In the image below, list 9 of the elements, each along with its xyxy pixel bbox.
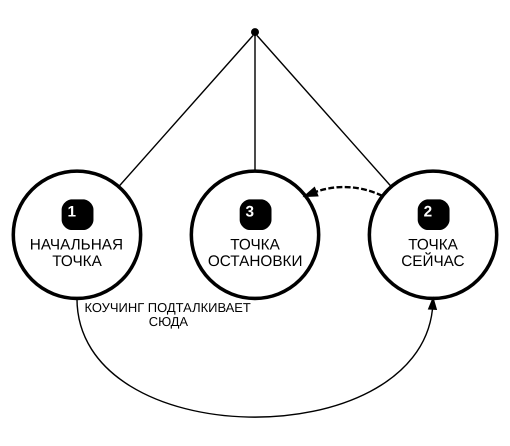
connector [254,36,256,171]
node-circle: 2 ТОЧКА СЕЙЧАС [368,169,498,300]
arrow [76,296,438,418]
connector [118,35,254,187]
edge-label: КОУЧИНГ ПОДТАЛКИВАЕТ СЮДА [84,300,251,330]
connector [256,35,392,187]
arrow [302,186,383,198]
node-circle [251,28,259,36]
node-circle: 1 НАЧАЛЬНАЯ ТОЧКА [12,169,142,300]
